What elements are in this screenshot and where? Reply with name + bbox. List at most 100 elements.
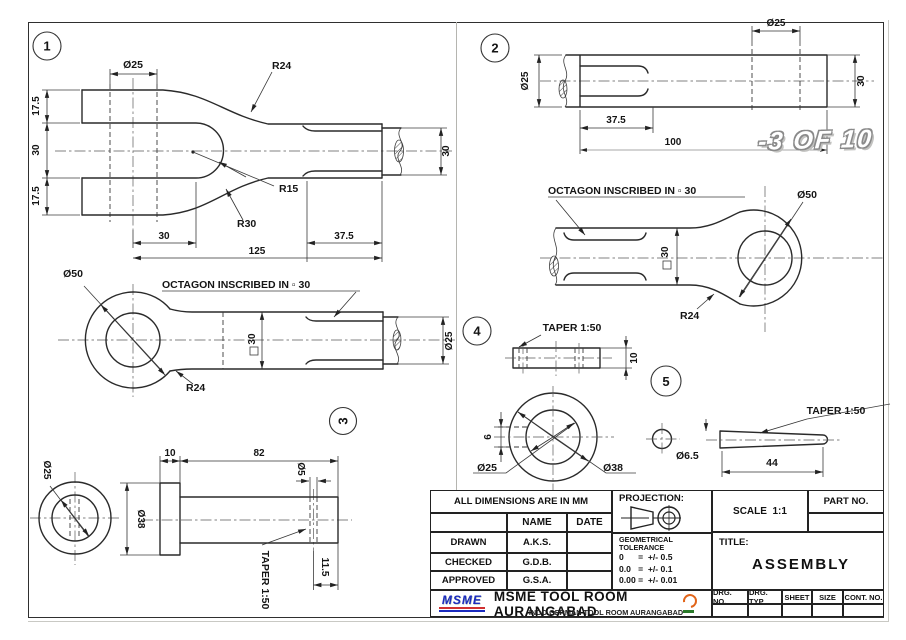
tolerance-line-1: 0 = +/- 0.5: [619, 552, 673, 562]
dim-part1-prong-top: 17.5: [31, 96, 42, 116]
col-header-date: DATE: [567, 513, 612, 532]
row-approved-label: APPROVED: [430, 571, 507, 590]
dim-eyeleft-dia50: Ø50: [63, 268, 83, 280]
dim-part1-octagon-len: 37.5: [334, 231, 354, 242]
balloon-3: [328, 406, 358, 436]
dim-part1-prong-bottom: 17.5: [31, 186, 42, 206]
balloon-1: [32, 31, 62, 61]
dim-part3-collar-dia: Ø38: [135, 510, 146, 529]
note-octagon-right: OCTAGON INSCRIBED IN ▫ 30: [548, 185, 696, 197]
panel-divider-line: [456, 22, 457, 490]
view-eye-end-right: OCTAGON INSCRIBED IN ▫ 30 30 R24 Ø50: [540, 185, 884, 332]
footer-val-sheet: [782, 604, 812, 617]
scan-edge-right: [888, 20, 889, 622]
row-drawn-label: DRAWN: [430, 532, 507, 553]
note-octagon-left: OCTAGON INSCRIBED IN ▫ 30: [162, 279, 310, 291]
dim-eyeleft-across-flats: 30: [247, 333, 258, 345]
footer-val-drg-typ: [748, 604, 782, 617]
org-subname: INDO GERMAN TOOL ROOM AURANGABAD: [528, 608, 684, 617]
dim-part1-r24: R24: [272, 60, 291, 72]
row-approved-name: G.S.A.: [507, 571, 567, 590]
title-cell: TITLE: ASSEMBLY: [712, 532, 884, 590]
dim-part1-hole-to-slot: 30: [158, 231, 170, 242]
footer-val-drg-no: [712, 604, 748, 617]
tolerance-line-3: 0.00 = +/- 0.01: [619, 575, 678, 585]
dim-eyeleft-r24: R24: [186, 382, 205, 394]
dim-part4-slot-w: 6: [483, 434, 494, 440]
balloon-4-number: 4: [473, 324, 481, 339]
dim-part2-dia-right: 30: [856, 75, 867, 87]
org-cell: MSME MSME TOOL ROOM AURANGABAD INDO GERM…: [430, 590, 712, 617]
footer-val-size: [812, 604, 843, 617]
dims-note-cell: ALL DIMENSIONS ARE IN MM: [430, 490, 612, 513]
drawing-title: ASSEMBLY: [752, 556, 850, 573]
row-checked-name: G.D.B.: [507, 553, 567, 571]
dim-part4-bore-dia: Ø25: [477, 462, 497, 474]
scale-value: 1:1: [772, 505, 787, 517]
footer-col-drg-typ: DRG. TYP: [748, 590, 782, 604]
balloon-1-number: 1: [43, 39, 50, 54]
dim-part1-hole-dia: Ø25: [123, 59, 143, 71]
dim-part1-overall: 125: [249, 246, 266, 257]
dim-part3-length: 82: [253, 448, 265, 459]
tolerance-cell: GEOMETRICAL TOLERANCE 0 = +/- 0.5 0.0 = …: [612, 533, 712, 590]
part-no-header: PART NO.: [808, 490, 884, 513]
dim-part2-length: 100: [665, 137, 682, 148]
dim-part3-slot-offset: 11.5: [319, 558, 330, 577]
footer-col-size: SIZE: [812, 590, 843, 604]
scale-cell: SCALE 1:1: [712, 490, 808, 532]
note-part3-taper: TAPER 1:50: [259, 551, 271, 610]
footer-val-cont-no: [843, 604, 884, 617]
row-drawn-date: [567, 532, 612, 553]
note-part5-taper: TAPER 1:50: [807, 405, 866, 417]
row-approved-date: [567, 571, 612, 590]
balloon-3-number: 3: [336, 417, 351, 424]
scan-edge-bottom: [28, 621, 888, 622]
msme-logo-bar-red: [438, 607, 485, 609]
dim-part2-hole-dia: Ø25: [767, 18, 786, 29]
msme-logo-text: MSME: [441, 593, 482, 607]
footer-col-drg-no: DRG. NO.: [712, 590, 748, 604]
dim-part4-thickness: 10: [629, 352, 640, 364]
view-part3-rod: Ø25 10 82 Ø38 Ø5 11.5 TAPER 1:50: [30, 448, 352, 610]
dim-part3-slot-dia: Ø5: [295, 462, 306, 476]
geo-label-1: GEOMETRICAL: [619, 535, 673, 544]
dim-part5-length: 44: [766, 457, 778, 469]
view-part5-taper-pin: 5 Ø6.5 44 TAPER 1:50: [646, 365, 891, 477]
msme-logo-bar-blue: [438, 610, 485, 612]
footer-col-sheet: SHEET: [782, 590, 812, 604]
scale-label: SCALE: [733, 505, 767, 517]
msme-logo: MSME: [434, 593, 490, 615]
dim-part3-collar-w: 10: [164, 448, 176, 459]
sheet-stamp: -3 OF 10: [757, 124, 875, 156]
title-label: TITLE:: [719, 537, 749, 548]
row-checked-date: [567, 553, 612, 571]
dim-part4-outer-dia: Ø38: [603, 462, 623, 474]
dim-part5-dia: Ø6.5: [676, 450, 699, 462]
dim-part1-rod-dia: 30: [441, 145, 452, 157]
org-name: MSME TOOL ROOM AURANGABAD: [493, 590, 628, 617]
tolerance-line-2: 0.0 = +/- 0.1: [619, 563, 673, 574]
note-part4-taper: TAPER 1:50: [543, 322, 602, 334]
dim-part1-r15: R15: [279, 183, 298, 195]
igtr-logo-icon: [680, 591, 700, 614]
dim-eyeright-r24: R24: [680, 310, 699, 322]
balloon-5-number: 5: [662, 374, 669, 389]
dim-part1-slot-height: 30: [31, 144, 42, 156]
balloon-2-number: 2: [491, 41, 498, 56]
dim-part1-r30: R30: [237, 218, 256, 230]
view-part2-rod: 2 Ø25 37.5 100 Ø25 30: [480, 18, 874, 154]
blank-cell: [430, 513, 507, 532]
projection-label: PROJECTION:: [619, 493, 684, 504]
dim-part2-slot-len: 37.5: [606, 115, 626, 126]
view-part4-collar: 4 TAPER 1:50 10 6 Ø25 Ø38: [462, 316, 640, 492]
view-eye-end-left: 3 Ø50 OCTAGON INSCRIBED IN ▫ 30 30 R24 Ø…: [58, 268, 455, 436]
view-part1-fork-end: 1 Ø25 R24 17.5 30 17.5 R15 R30 30 37.5 1…: [31, 31, 452, 262]
balloon-4: [462, 316, 492, 346]
geo-label-2: TOLERANCE: [619, 543, 665, 552]
row-drawn-name: A.K.S.: [507, 532, 567, 553]
balloon-5: [650, 365, 682, 397]
dim-eyeright-across-flats: 30: [660, 246, 671, 258]
